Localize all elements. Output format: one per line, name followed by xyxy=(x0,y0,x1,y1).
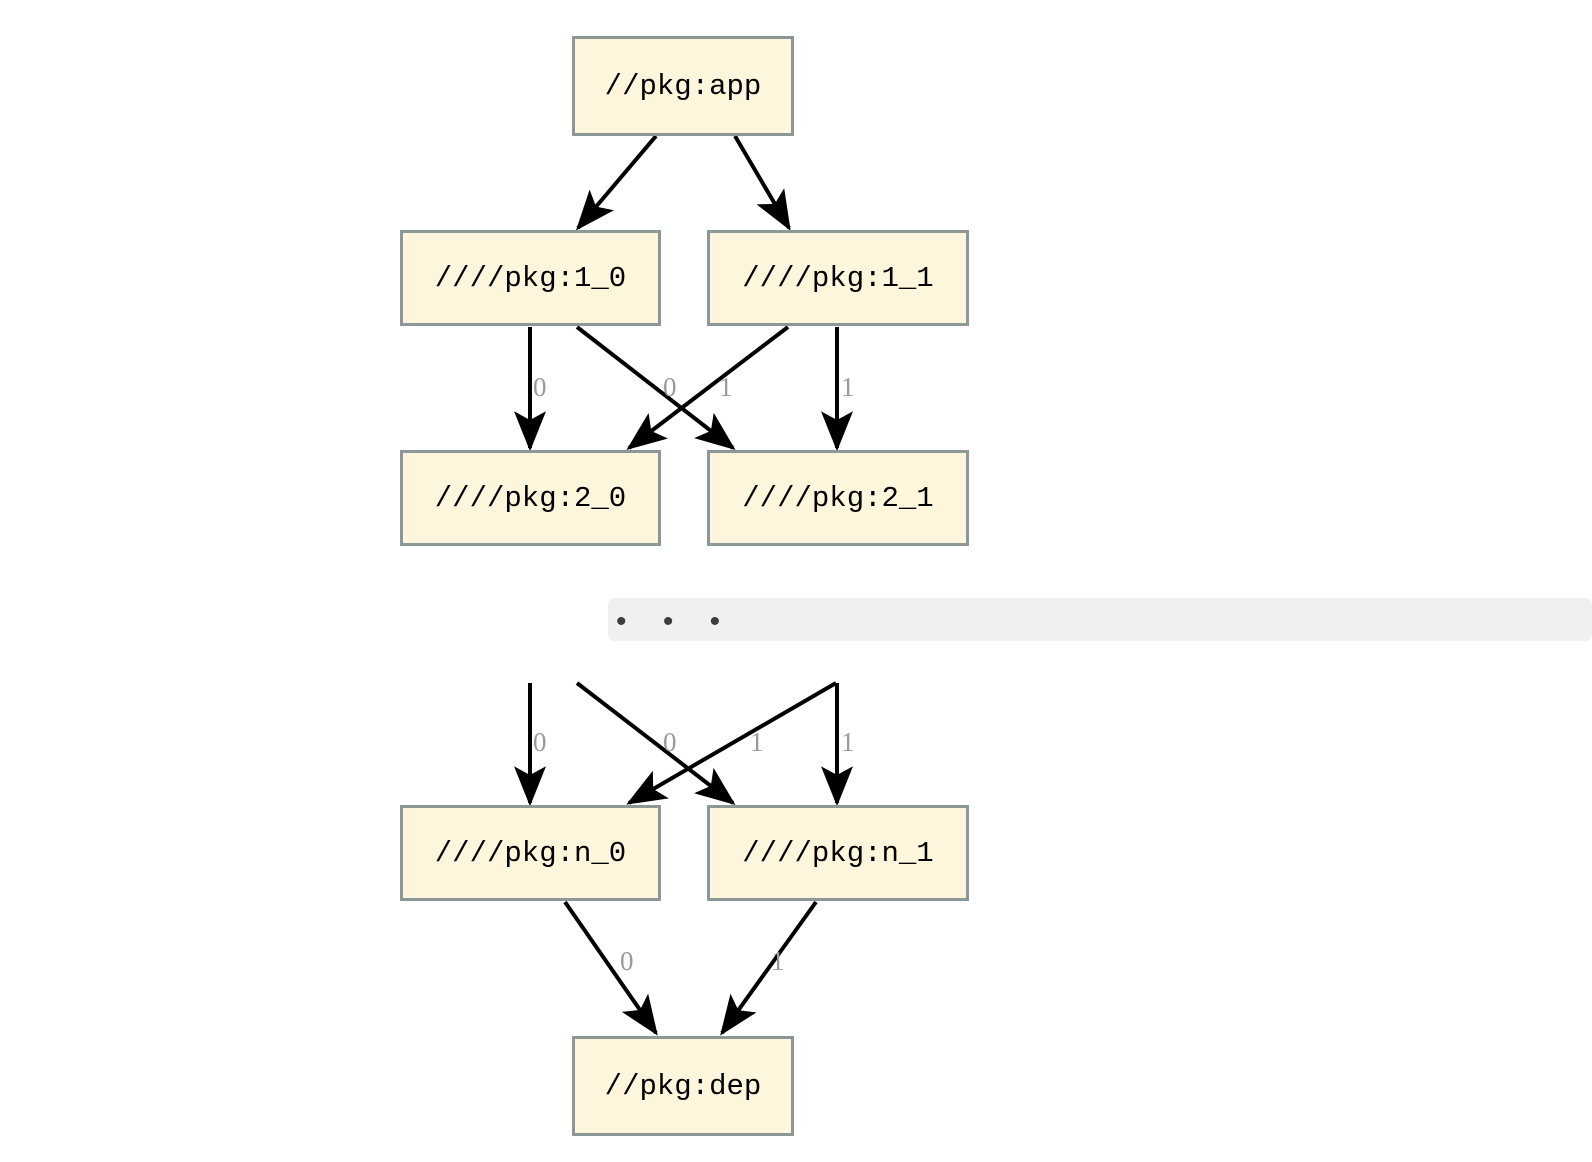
edge-ln_0-to-dep xyxy=(563,900,658,1036)
node-l2_0[interactable]: ////pkg:2_0 xyxy=(400,450,661,546)
edge-label: 1 xyxy=(719,372,733,402)
node-dep[interactable]: //pkg:dep xyxy=(572,1036,794,1136)
edge-group xyxy=(514,134,853,1036)
node-l2_1[interactable]: ////pkg:2_1 xyxy=(707,450,969,546)
node-l1_1[interactable]: ////pkg:1_1 xyxy=(707,230,969,326)
node-label: //pkg:dep xyxy=(604,1069,762,1103)
edge-label: 1 xyxy=(841,727,855,757)
edge-label: 0 xyxy=(620,946,634,976)
node-app[interactable]: //pkg:app xyxy=(572,36,794,136)
edge-label: 1 xyxy=(771,946,785,976)
edge-app-to-l1_0 xyxy=(575,134,658,231)
node-label: ////pkg:2_1 xyxy=(742,481,934,515)
edge-label: 1 xyxy=(841,372,855,402)
ellipsis-dots: • • • xyxy=(616,605,735,638)
edge-l1_1-to-l2_0 xyxy=(626,325,790,450)
edge-app-to-l1_1 xyxy=(733,134,791,231)
edge-src-to-ln_0 xyxy=(626,681,838,805)
node-label: ////pkg:1_1 xyxy=(742,261,934,295)
ellipsis-band: • • • xyxy=(608,598,1592,641)
node-label: ////pkg:1_0 xyxy=(434,261,627,295)
node-label: ////pkg:2_0 xyxy=(434,481,627,515)
node-label: ////pkg:n_0 xyxy=(434,836,627,870)
edge-ln_1-to-dep xyxy=(720,900,818,1036)
edge-src-to-ln_1 xyxy=(575,681,736,805)
edge-label: 0 xyxy=(663,372,677,402)
node-label: //pkg:app xyxy=(604,69,762,103)
node-label: ////pkg:n_1 xyxy=(742,836,934,870)
edge-l1_0-to-l2_1 xyxy=(575,325,736,450)
node-ln_0[interactable]: ////pkg:n_0 xyxy=(400,805,661,901)
node-l1_0[interactable]: ////pkg:1_0 xyxy=(400,230,661,326)
edge-label: 0 xyxy=(663,727,677,757)
edge-label: 0 xyxy=(533,372,547,402)
edge-label: 1 xyxy=(750,727,764,757)
node-ln_1[interactable]: ////pkg:n_1 xyxy=(707,805,969,901)
edge-label: 0 xyxy=(533,727,547,757)
